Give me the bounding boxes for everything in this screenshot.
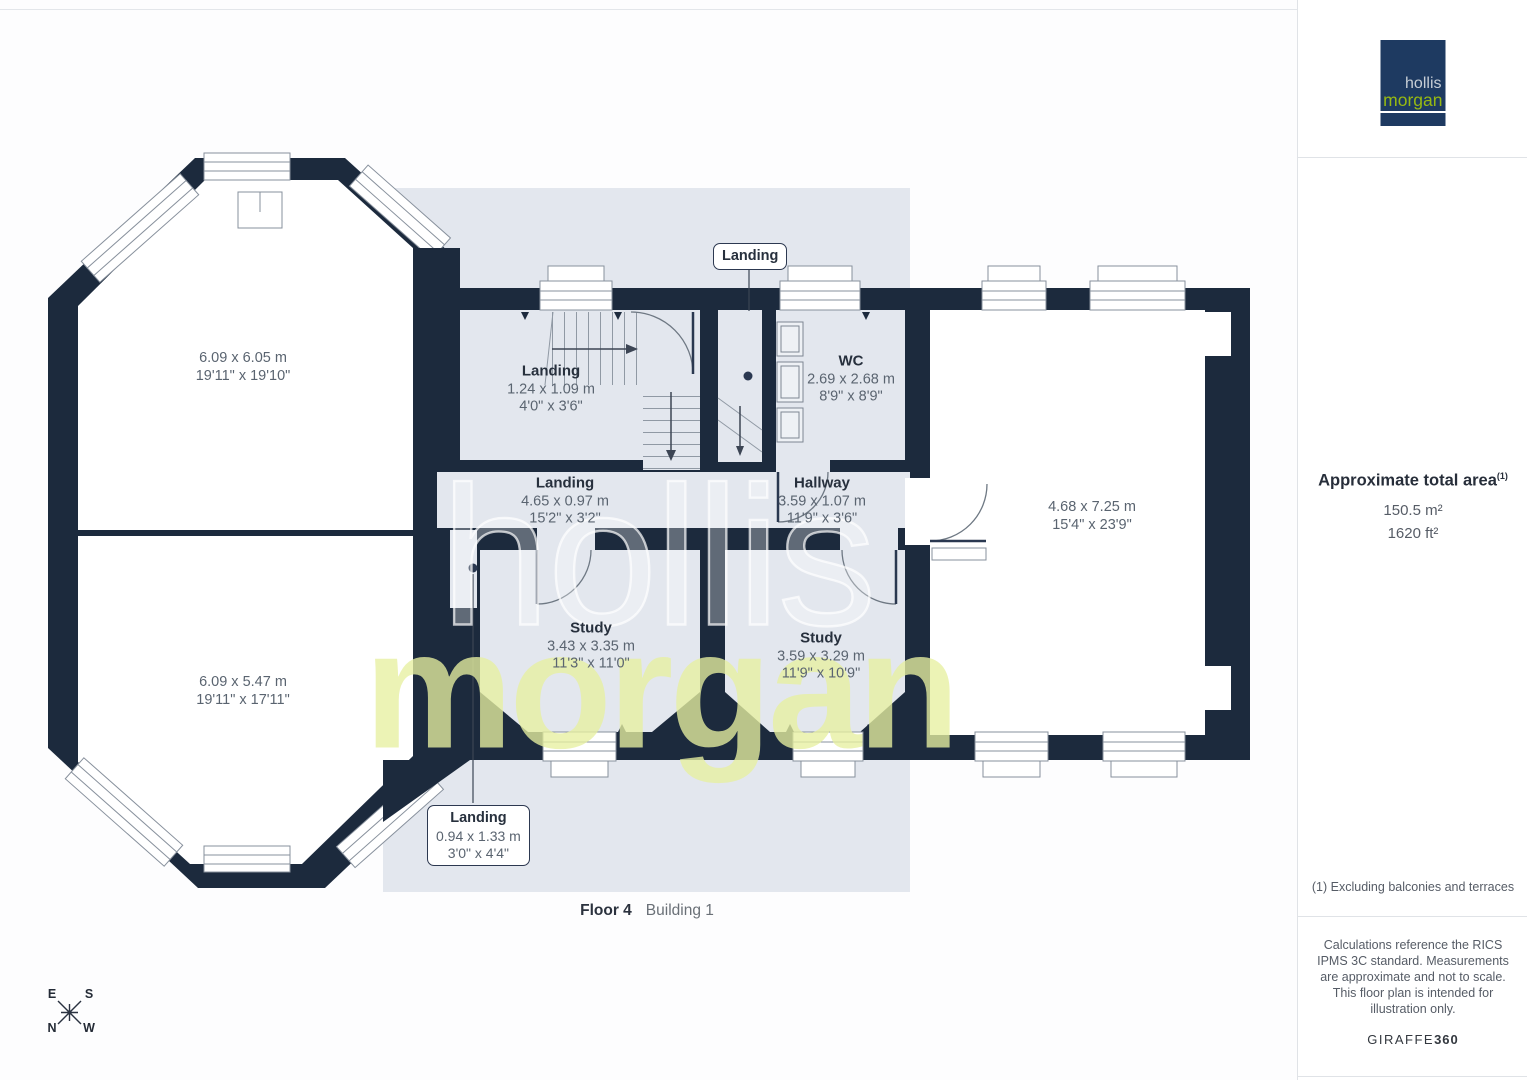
disclaimer-section: Calculations reference the RICS IPMS 3C …	[1298, 917, 1527, 1077]
door-leaves	[535, 312, 986, 604]
room-label-study-left: Study 3.43 x 3.35 m 11'3" x 11'0"	[547, 619, 635, 672]
diagonal-wall	[383, 760, 470, 822]
building-number: Building 1	[645, 902, 714, 919]
windows-bottom-row	[542, 731, 1186, 778]
footnote-section: (1) Excluding balconies and terraces	[1298, 858, 1527, 917]
room-label-wc: WC 2.69 x 2.68 m 8'9" x 8'9"	[807, 352, 895, 405]
measurement-ticks	[521, 312, 872, 732]
door-gap-study-right	[840, 528, 898, 552]
windows-top-row	[539, 265, 1186, 311]
room-label-hallway: Hallway 3.59 x 1.07 m 11'9" x 3'6"	[778, 474, 866, 527]
room-label-top-left: 6.09 x 6.05 m 19'11" x 19'10"	[195, 350, 291, 384]
room-label-landing-small: Landing 1.24 x 1.09 m 4'0" x 3'6"	[507, 362, 595, 415]
total-area-section: Approximate total area(1) 150.5 m² 1620 …	[1298, 158, 1527, 858]
total-area-title: Approximate total area(1)	[1318, 470, 1508, 490]
corridor-hallway-floor	[437, 472, 910, 528]
room-label-bottom-left: 6.09 x 5.47 m 19'11" x 17'11"	[196, 674, 290, 708]
room-label-study-right: Study 3.59 x 3.29 m 11'9" x 10'9"	[777, 629, 865, 682]
logo-section: hollis morgan	[1298, 0, 1527, 158]
window-bottom-center	[203, 845, 291, 873]
wall-left-stub	[413, 248, 460, 290]
footnote-marker: (1)	[1496, 470, 1508, 481]
study-left-floor	[480, 550, 700, 732]
room-top-left-floor	[78, 180, 413, 530]
callout-landing-top: Landing	[713, 243, 788, 270]
floor-number: Floor 4	[580, 902, 632, 919]
floor-plan-area: hollis morgan 6.09 x 6.05 m 19'11" x 19'…	[47, 152, 1250, 1035]
compass-w: W	[83, 1021, 95, 1035]
door-gap-right-room	[905, 478, 930, 545]
floor-plan-drawing	[48, 152, 1250, 892]
compass-icon	[57, 1000, 82, 1025]
brand-suffix: 360	[1434, 1032, 1459, 1047]
door-sill	[931, 547, 987, 561]
total-area-ft2: 1620 ft²	[1387, 524, 1439, 542]
compass-s: S	[84, 987, 94, 1001]
stair-direction-arrows	[552, 344, 744, 461]
room-label-right-room: 4.68 x 7.25 m 15'4" x 23'9"	[1048, 499, 1136, 533]
info-panel: hollis morgan Approximate total area(1) …	[1297, 0, 1527, 1080]
wall-recess	[1203, 312, 1231, 356]
study-right-floor	[725, 550, 905, 732]
logo-text-morgan: morgan	[1383, 90, 1443, 110]
compass-n: N	[47, 1021, 57, 1035]
window-top-right-diagonal	[348, 164, 452, 260]
compass-e: E	[47, 987, 57, 1001]
right-room-floor	[930, 310, 1205, 735]
newel-dot	[743, 371, 753, 381]
window-bottom-left-diagonal	[64, 757, 184, 867]
wall-recess	[1203, 666, 1231, 710]
logo-underline	[1380, 111, 1446, 113]
brand-name: GIRAFFE	[1367, 1032, 1435, 1047]
room-bottom-left-floor	[78, 536, 413, 864]
disclaimer-text: Calculations reference the RICS IPMS 3C …	[1317, 938, 1509, 1016]
fireplace-fixture	[237, 191, 283, 229]
door-gap-wc	[776, 460, 830, 474]
newel-dot	[468, 563, 478, 573]
callout-landing-bottom: Landing 0.94 x 1.33 m 3'0" x 4'4"	[427, 805, 530, 866]
door-gap-study-left	[537, 528, 595, 552]
window-top-center	[203, 152, 291, 181]
window-top-left-diagonal	[80, 173, 200, 283]
footnote-text: (1) Excluding balconies and terraces	[1311, 880, 1515, 894]
room-label-landing-corridor: Landing 4.65 x 0.97 m 15'2" x 3'2"	[521, 474, 609, 527]
hollis-morgan-logo: hollis morgan	[1380, 40, 1446, 126]
top-border-line	[0, 9, 1527, 10]
total-area-m2: 150.5 m²	[1383, 502, 1443, 520]
giraffe360-brand: GIRAFFE360	[1298, 1032, 1527, 1047]
floor-caption: Floor 4 Building 1	[580, 902, 714, 920]
wc-fixtures	[776, 321, 804, 443]
logo-text-hollis: hollis	[1405, 75, 1442, 92]
